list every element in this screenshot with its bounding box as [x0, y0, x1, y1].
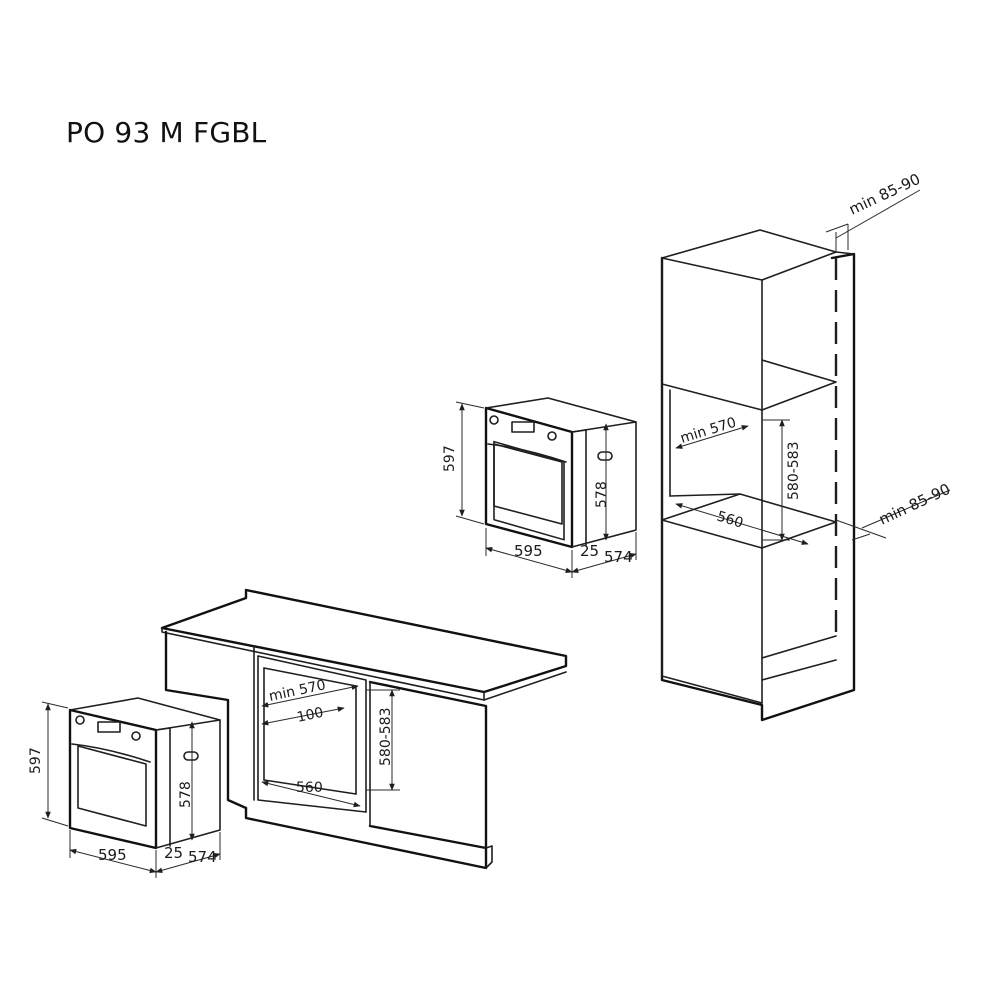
upper-oven-inner-height-label: 578 — [594, 481, 610, 508]
base-niche-height-label: 580-583 — [378, 708, 394, 767]
upper-oven — [484, 397, 637, 549]
base-cabinet — [160, 588, 568, 870]
vent-gap-bottom-label: min 85-90 — [876, 480, 953, 529]
lower-oven-depth-label: 574 — [188, 848, 217, 866]
page-title: PO 93 M FGBL — [66, 116, 267, 149]
upper-oven-front-depth-label: 25 — [580, 542, 599, 560]
tall-niche-depth-label: 560 — [715, 509, 745, 532]
lower-oven-inner-height-label: 578 — [178, 781, 194, 808]
lower-oven-height-label: 597 — [28, 747, 44, 774]
lower-oven-front-depth-label: 25 — [164, 844, 183, 862]
lower-oven — [68, 697, 221, 850]
upper-oven-height-label: 597 — [442, 445, 458, 472]
tall-column-cabinet — [660, 189, 951, 722]
upper-oven-width-label: 595 — [514, 542, 543, 560]
rear-gap-label: 100 — [296, 705, 325, 726]
lower-oven-width-label: 595 — [98, 846, 127, 864]
tall-niche-height-label: 580-583 — [786, 442, 802, 501]
base-niche-depth-label: 560 — [296, 780, 323, 796]
tall-niche-width-label: min 570 — [678, 415, 738, 447]
base-niche-width-label: min 570 — [268, 677, 328, 705]
upper-oven-depth-label: 574 — [604, 548, 633, 566]
